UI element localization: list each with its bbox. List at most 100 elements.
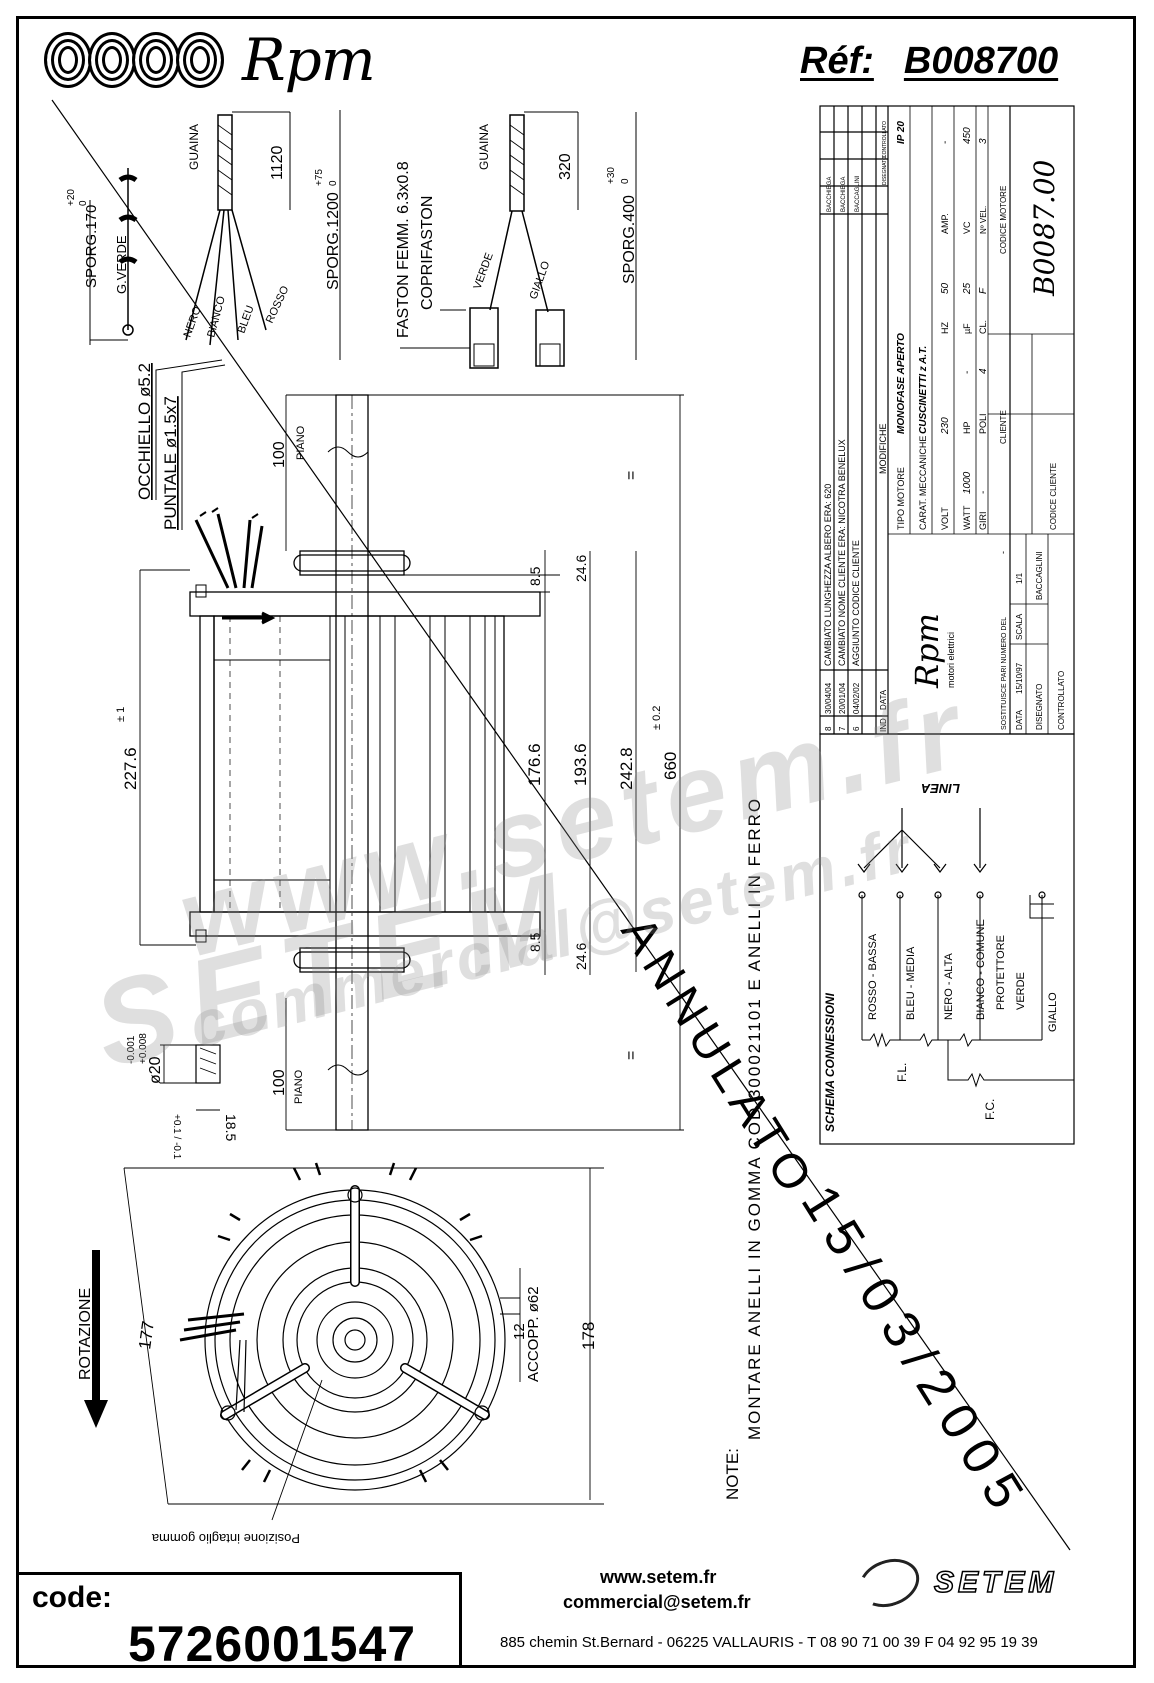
dim-660: 660 — [661, 752, 680, 780]
tb-amp: - — [940, 141, 951, 144]
tb-scala-label: SCALA — [1015, 613, 1024, 640]
cancel-diagonal — [51, 99, 1071, 1551]
rev-by: BACCHIEGA — [827, 177, 833, 212]
footer-address: 885 chemin St.Bernard - 06225 VALLAURIS … — [500, 1634, 1038, 1651]
dimensions: 100 PIANO 100 PIANO 227.6 ± 1 8.5 24.6 8… — [115, 394, 684, 1160]
motor-front-view: 177 178 ACCOPP. ø62 12 Posizione intagli… — [77, 1162, 604, 1546]
ref-label: Réf: — [800, 40, 874, 82]
wire-giallo: GIALLO — [528, 259, 553, 301]
sporg-400-tol-upper: +30 — [606, 167, 617, 184]
schema-title: SCHEMA CONNESSIONI — [823, 992, 837, 1132]
dim-178: 178 — [579, 1322, 598, 1350]
equal-bottom: = — [623, 1051, 640, 1060]
tb-hp-label: HP — [962, 421, 972, 434]
piano-top: PIANO — [295, 425, 307, 460]
annulato-stamp: ANNULATO — [611, 908, 826, 1208]
code-value: 5726001547 — [128, 1616, 417, 1672]
dim-193-6: 193.6 — [571, 743, 590, 786]
shaft-tol-b: +0.008 — [138, 1033, 149, 1064]
tb-vc: 450 — [962, 127, 973, 144]
piano-bottom: PIANO — [293, 1069, 305, 1104]
wire-bleu: BLEU — [236, 304, 257, 335]
tb-disegnato-label: DISEGNATO — [1035, 684, 1044, 730]
sheath-right-length: 320 — [557, 153, 574, 180]
setem-wordmark: SETEM — [933, 1565, 1058, 1600]
cable-right-detail: FASTON FEMM. 6.3x0.8 COPRIFASTON GUAINA … — [395, 111, 638, 369]
tb-data-label: DATA — [1015, 709, 1024, 730]
rev-num: 7 — [838, 726, 847, 731]
tb-hz-label: HZ — [940, 322, 950, 334]
coprifaston-label: COPRIFASTON — [419, 196, 436, 310]
tb-volt-label: VOLT — [940, 507, 950, 530]
code-label: code: — [32, 1581, 113, 1614]
tb-company: Rpm — [908, 613, 946, 689]
coil-icon — [176, 32, 224, 88]
setem-logo: SETEM — [852, 1550, 1058, 1616]
footer-website[interactable]: www.setem.fr — [600, 1567, 717, 1587]
tb-nvel: 3 — [978, 138, 989, 144]
tb-company-sub: motori elettrici — [946, 632, 956, 688]
tb-motor-type: MONOFASE APERTO — [896, 333, 907, 434]
tb-ip: IP 20 — [896, 121, 907, 144]
sporg-170-label: SPORG.170 — [83, 205, 100, 288]
eyelet-label: OCCHIELLO ø5.2 — [135, 363, 154, 500]
rev-text: CAMBIATO LUNGHEZZA ALBERO ERA: 620 — [823, 484, 833, 666]
dim-8-5-top: 8.5 — [527, 566, 543, 586]
tb-codice-cliente-label: CODICE CLIENTE — [1049, 463, 1058, 530]
tb-poli: 4 — [978, 368, 989, 374]
dim-100-bottom: 100 — [271, 1069, 288, 1096]
shaft-tol-a: -0.001 — [126, 1035, 137, 1064]
schema-fc: F.C. — [983, 1099, 997, 1120]
footer-email[interactable]: commercial@setem.fr — [563, 1592, 751, 1612]
tb-motor-type-label: TIPO MOTORE — [896, 467, 906, 530]
tb-hz: 50 — [940, 282, 951, 294]
dim-24-6-top: 24.6 — [573, 555, 589, 582]
rev-header: IND — [879, 718, 888, 732]
rev-header: DISEGNATO — [882, 156, 888, 185]
rpm-logo: Rpm — [44, 26, 376, 94]
tb-giri-label: GIRI — [978, 511, 988, 530]
rotation-label: ROTAZIONE — [77, 1288, 94, 1380]
lead-giallo: GIALLO — [1047, 992, 1059, 1032]
rev-text: AGGIUNTO CODICE CLIENTE — [851, 540, 861, 666]
note-text: MONTARE ANELLI IN GOMMA COD.300021101 E … — [745, 797, 764, 1440]
sporg-1200-label: SPORG.1200 — [325, 192, 342, 290]
rev-by: BACCHIEGA — [841, 177, 847, 212]
tb-poli-label: POLI — [978, 413, 988, 434]
tb-codice-motore: B0087.00 — [1028, 160, 1061, 297]
title-block: 8 30/04/04 CAMBIATO LUNGHEZZA ALBERO ERA… — [819, 105, 1075, 735]
brand-name: Rpm — [242, 26, 376, 94]
tol-227-6: ± 1 — [115, 707, 127, 722]
dim-100-top: 100 — [271, 441, 288, 468]
dim-227-6: 227.6 — [121, 747, 140, 790]
tb-cl-label: CL. — [978, 320, 988, 334]
tb-data: 15/10/97 — [1015, 662, 1024, 694]
lead-nero: NERO - ALTA — [943, 953, 955, 1020]
dim-12: 12 — [511, 1323, 528, 1340]
sporg-170-tol-upper: +20 — [66, 189, 77, 206]
schema-fl: F.L. — [895, 1063, 909, 1082]
note-label: NOTE: — [723, 1448, 742, 1500]
ref-value: B008700 — [903, 40, 1059, 82]
tb-uf-label: µF — [962, 323, 972, 334]
schema-linea: LINEA — [921, 781, 960, 796]
shaft-dia: ø20 — [147, 1056, 164, 1084]
annulato-date: 15/03/2005 — [790, 1176, 1041, 1529]
sheath-label: GUAINA — [187, 124, 201, 170]
tb-giri: - — [978, 491, 989, 494]
rev-date: 30/04/04 — [824, 682, 833, 714]
code-box: code: 5726001547 — [16, 1572, 462, 1672]
lead-bleu: BLEU - MEDIA — [905, 946, 917, 1020]
wire-nero: NERO — [182, 305, 204, 339]
cable-left-detail: SPORG.170 +20 0 G.VERDE GUAINA 1120 NERO… — [66, 110, 342, 530]
rev-num: 8 — [824, 726, 833, 731]
tb-cliente-label: CLIENTE — [999, 410, 1008, 444]
rev-header: DATA — [879, 689, 888, 710]
tb-sost: - — [998, 551, 1008, 554]
tol-660: ± 0.2 — [651, 706, 663, 730]
sporg-170-tol-lower: 0 — [78, 200, 89, 206]
motor-side-view — [189, 394, 541, 1131]
tb-vc-label: VC — [962, 221, 972, 234]
sheath-right-label: GUAINA — [477, 124, 491, 170]
